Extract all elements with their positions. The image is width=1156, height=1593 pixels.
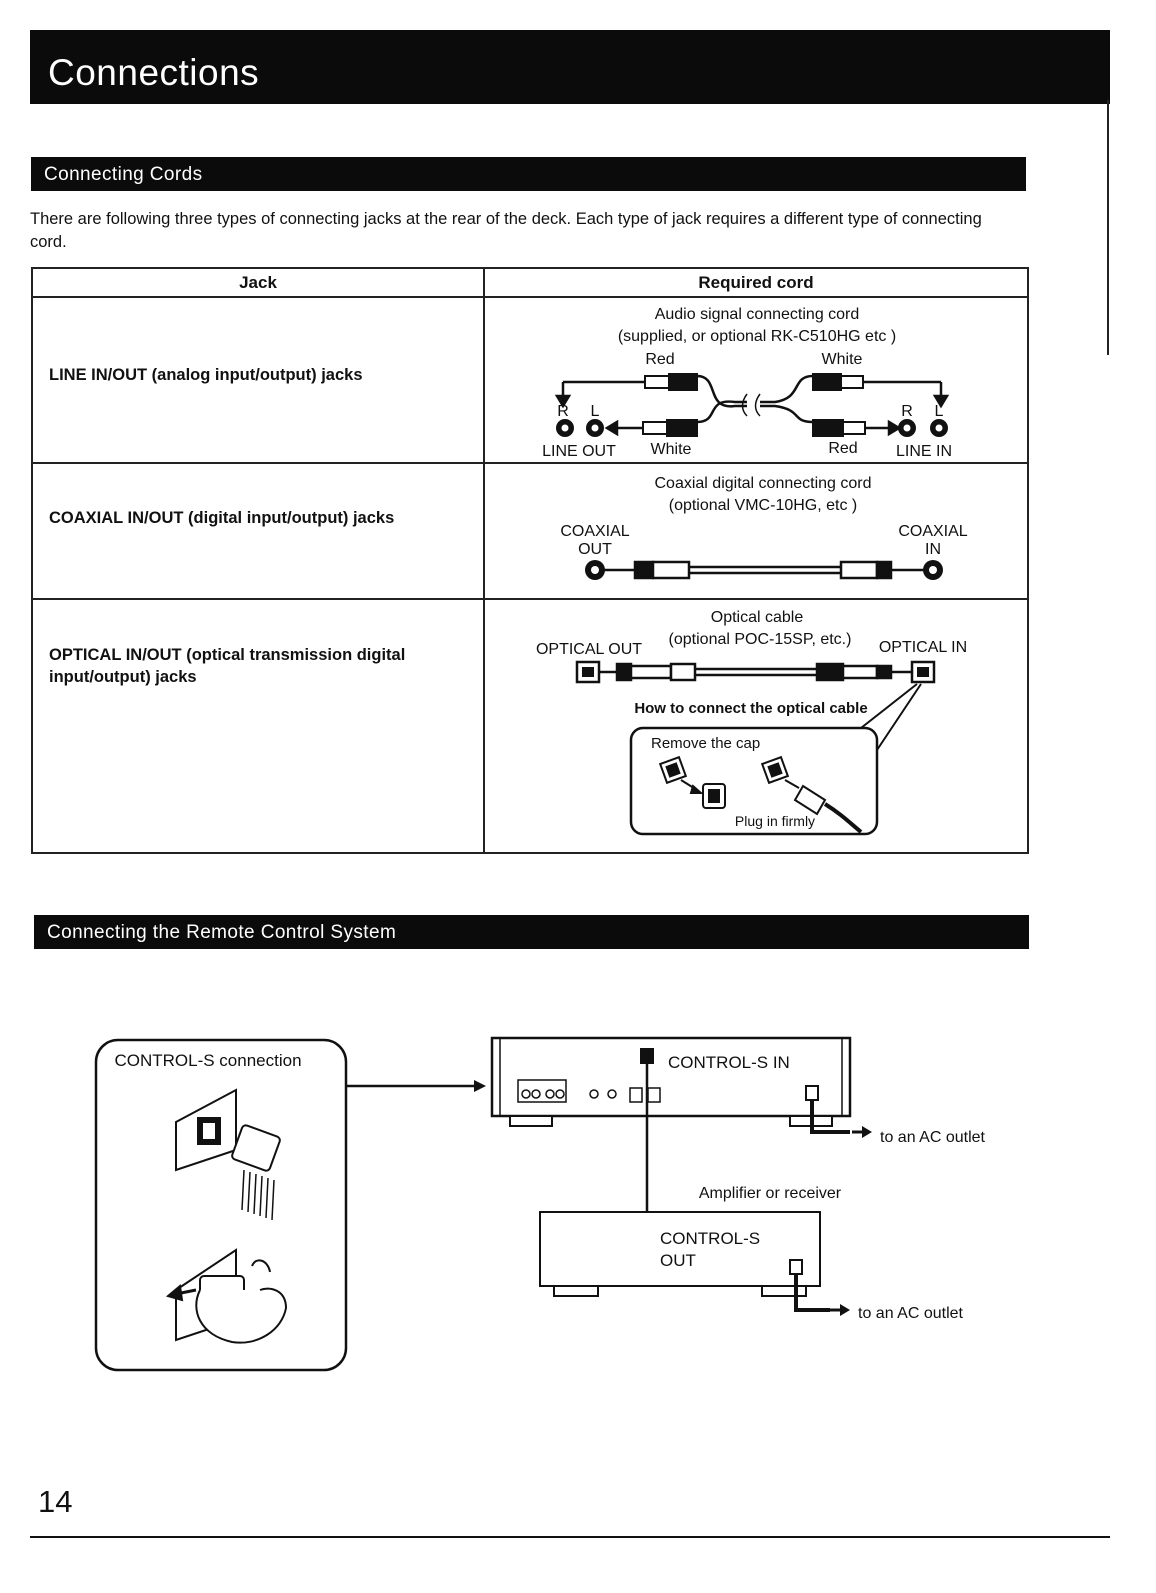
audio-cord-diagram: Audio signal connecting cord (supplied, … [542, 306, 952, 460]
arrow-icon [862, 1126, 872, 1138]
jack-label-coaxial: COAXIAL IN/OUT (digital input/output) ja… [49, 509, 395, 527]
control-s-out-label-2: OUT [660, 1251, 696, 1270]
label-white-bottom: White [651, 441, 692, 458]
cord-cell: Audio signal connecting cord (supplied, … [483, 296, 1029, 464]
ac-outlet-label-2: to an AC outlet [858, 1305, 964, 1322]
control-s-connection-label: CONTROL-S connection [114, 1051, 301, 1070]
label-l-right: L [935, 403, 944, 420]
table-header-row: Jack Required cord [31, 267, 1029, 298]
cords-intro-text: There are following three types of conne… [30, 210, 982, 251]
ac-outlet-label-1: to an AC outlet [880, 1129, 986, 1146]
label-white-top: White [822, 351, 863, 368]
label-red-top: Red [645, 351, 674, 368]
cord-cell: Optical cable (optional POC-15SP, etc.) … [483, 598, 1029, 854]
amplifier-label: Amplifier or receiver [699, 1185, 842, 1202]
arrow-icon [474, 1080, 486, 1092]
jack-label-optical: OPTICAL IN/OUT (optical transmission dig… [49, 646, 406, 686]
remote-section-heading: Connecting the Remote Control System [47, 922, 397, 943]
cord-cell: Coaxial digital connecting cord (optiona… [483, 462, 1029, 600]
label-optical-out: OPTICAL OUT [536, 641, 642, 658]
table-row: OPTICAL IN/OUT (optical transmission dig… [31, 598, 1029, 854]
control-s-in-label: CONTROL-S IN [668, 1053, 790, 1072]
remove-cap-label: Remove the cap [651, 735, 760, 752]
remove-cap-icon [658, 755, 726, 809]
plug-insert-icon [175, 1088, 281, 1221]
label-line-in: LINE IN [896, 443, 952, 460]
page-title-bar: Connections [30, 30, 1110, 104]
coaxial-cord-diagram: Coaxial digital connecting cord (optiona… [560, 475, 968, 580]
label-line-out: LINE OUT [542, 443, 616, 460]
footer-rule [30, 1536, 1110, 1538]
jack-cell: LINE IN/OUT (analog input/output) jacks [31, 296, 485, 464]
how-to-connect-heading: How to connect the optical cable [634, 700, 867, 717]
page-title: Connections [48, 52, 260, 93]
label-r-left: R [557, 403, 569, 420]
cord-table: Jack Required cord LINE IN/OUT (analog i… [31, 267, 1029, 854]
label-coaxial-in-1: COAXIAL [898, 523, 967, 540]
label-l-left: L [591, 403, 600, 420]
coaxial-out-jack-icon [585, 560, 605, 580]
column-header-jack: Jack [31, 267, 485, 298]
table-row: COAXIAL IN/OUT (digital input/output) ja… [31, 462, 1029, 600]
label-optical-in: OPTICAL IN [879, 639, 967, 656]
cord-title: Audio signal connecting cord [655, 306, 860, 323]
label-r-right: R [901, 403, 913, 420]
label-red-bottom: Red [828, 440, 857, 457]
line-out-jacks-icon [556, 419, 604, 437]
margin-rule [1107, 100, 1109, 355]
jack-cell: OPTICAL IN/OUT (optical transmission dig… [31, 598, 485, 854]
optical-in-jack-icon [910, 660, 936, 684]
control-s-in-jack-icon [640, 1048, 654, 1064]
cord-subtitle: (supplied, or optional RK-C510HG etc ) [618, 328, 896, 345]
plug-red-top [644, 375, 670, 389]
label-coaxial-out-1: COAXIAL [560, 523, 629, 540]
control-s-diagram: CONTROL-S connection [94, 1036, 986, 1372]
plug-in-icon [760, 755, 863, 834]
optical-out-jack-icon [575, 660, 601, 684]
plug-white-top [840, 375, 864, 389]
cord-subtitle: (optional POC-15SP, etc.) [669, 631, 852, 648]
plug-in-label: Plug in firmly [735, 813, 815, 829]
cords-section-heading: Connecting Cords [44, 164, 203, 185]
cord-title: Coaxial digital connecting cord [654, 475, 871, 492]
jack-label-line: LINE IN/OUT (analog input/output) jacks [49, 366, 363, 384]
cords-section-bar: Connecting Cords [31, 157, 1026, 191]
control-s-out-label-1: CONTROL-S [660, 1229, 760, 1248]
deck-rear-panel [490, 1036, 852, 1127]
plug-remove-hand-icon [165, 1248, 288, 1344]
remote-section-bar: Connecting the Remote Control System [34, 915, 1029, 949]
arrow-icon [840, 1304, 850, 1316]
line-in-jacks-icon [898, 419, 948, 437]
coaxial-in-jack-icon [923, 560, 943, 580]
amplifier-unit [539, 1211, 821, 1297]
page-number: 14 [38, 1484, 73, 1519]
cord-subtitle: (optional VMC-10HG, etc ) [669, 497, 858, 514]
control-s-connection-box [94, 1038, 348, 1372]
label-coaxial-out-2: OUT [578, 541, 612, 558]
label-coaxial-in-2: IN [925, 541, 941, 558]
jack-cell: COAXIAL IN/OUT (digital input/output) ja… [31, 462, 485, 600]
table-row: LINE IN/OUT (analog input/output) jacks … [31, 296, 1029, 464]
cord-title: Optical cable [711, 609, 804, 626]
column-header-cord: Required cord [483, 267, 1029, 298]
optical-cable-diagram: Optical cable (optional POC-15SP, etc.) … [536, 609, 967, 836]
